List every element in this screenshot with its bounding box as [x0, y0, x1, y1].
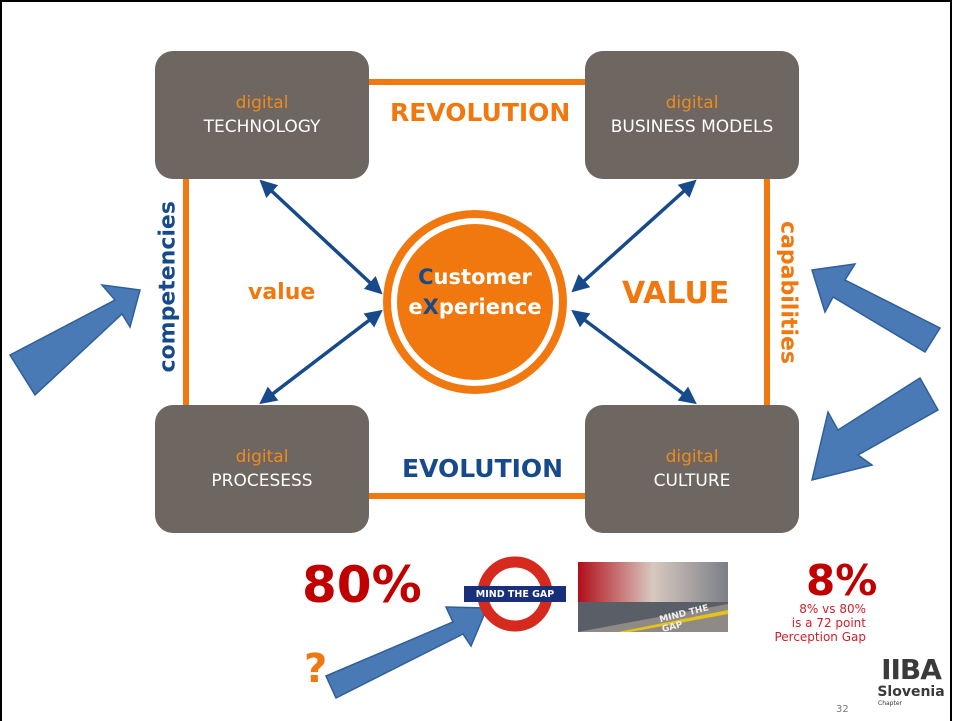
- center-letter-c: C: [418, 265, 434, 289]
- perception-gap-note: 8% vs 80% is a 72 point Perception Gap: [756, 602, 866, 644]
- logo-brand: IIBA: [881, 653, 942, 686]
- block-arrow-left: [8, 283, 141, 397]
- box-title: BUSINESS MODELS: [610, 117, 774, 137]
- block-arrow-bottom: [324, 606, 489, 700]
- center-customer-experience: Customer eXperience: [400, 262, 550, 322]
- iiba-logo: IIBA Slovenia Chapter: [874, 653, 948, 708]
- edge-label-revolution: REVOLUTION: [390, 98, 571, 127]
- box-prefix: digital: [235, 93, 289, 113]
- gap-note-line2: is a 72 point: [791, 616, 866, 630]
- mind-the-gap-roundel: [464, 556, 566, 632]
- box-prefix: digital: [665, 447, 719, 467]
- logo-sub: Chapter: [878, 700, 902, 707]
- double-arrows: [259, 179, 697, 405]
- frame-lines: [183, 79, 770, 499]
- box-title: CULTURE: [653, 471, 731, 491]
- label-value-right: VALUE: [622, 276, 730, 311]
- box-title: TECHNOLOGY: [203, 117, 321, 137]
- box-digital-culture: digital CULTURE: [585, 405, 799, 533]
- stat-8-percent: 8%: [806, 556, 878, 605]
- block-arrows: [8, 263, 942, 700]
- page-number: 32: [836, 704, 849, 715]
- stat-80-percent: 80%: [302, 556, 422, 614]
- box-title: PROCESESS: [211, 471, 313, 491]
- block-arrow-right-lower: [810, 376, 940, 482]
- edge-label-capabilities: capabilities: [775, 221, 801, 364]
- center-letter-e: e: [408, 295, 423, 319]
- center-word-customer: ustomer: [433, 265, 532, 289]
- gap-note-line3: Perception Gap: [774, 630, 866, 644]
- edge-label-evolution: EVOLUTION: [402, 454, 564, 483]
- edge-label-competencies: competencies: [155, 201, 181, 373]
- question-mark: ?: [304, 646, 328, 692]
- train-platform-photo: MIND THE GAP: [578, 562, 728, 632]
- box-prefix: digital: [235, 447, 289, 467]
- box-digital-processes: digital PROCESESS: [155, 405, 369, 533]
- label-value-left: value: [248, 280, 316, 305]
- box-prefix: digital: [665, 93, 719, 113]
- block-arrow-right-upper: [811, 263, 942, 354]
- logo-region: Slovenia: [877, 684, 945, 700]
- roundel-label: MIND THE GAP: [475, 589, 555, 600]
- gap-note-line1: 8% vs 80%: [799, 602, 866, 616]
- center-word-perience: perience: [438, 295, 542, 319]
- center-circle-inner: [397, 224, 553, 380]
- box-digital-business-models: digital BUSINESS MODELS: [585, 51, 799, 179]
- box-digital-technology: digital TECHNOLOGY: [155, 51, 369, 179]
- center-letter-x: X: [422, 295, 439, 319]
